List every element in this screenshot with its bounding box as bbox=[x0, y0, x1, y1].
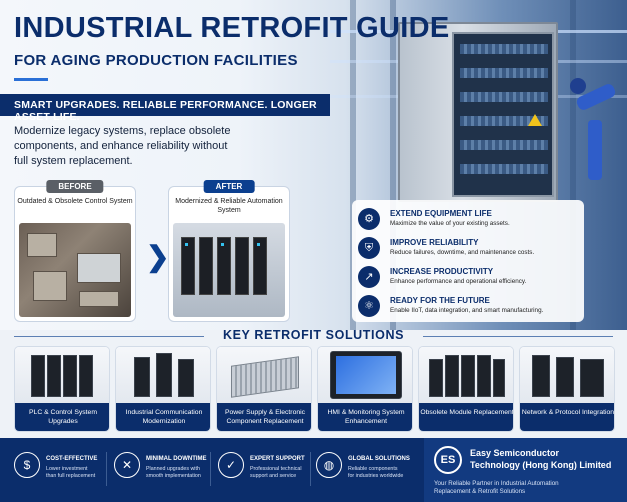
after-tag: AFTER bbox=[203, 180, 255, 193]
gear-icon: ⚙ bbox=[358, 208, 380, 230]
network-icon: ⚛ bbox=[358, 295, 380, 317]
solution-label: HMI & Monitoring System Enhancement bbox=[318, 403, 412, 431]
dollar-icon: $ bbox=[14, 452, 40, 478]
feature-title: MINIMAL DOWNTIME bbox=[146, 456, 207, 462]
feature-title: EXPERT SUPPORT bbox=[250, 456, 305, 462]
hmi-panel-image bbox=[318, 347, 412, 403]
benefit-desc: Maximize the value of your existing asse… bbox=[390, 220, 510, 227]
communication-module-image bbox=[116, 347, 210, 403]
page-title: INDUSTRIAL RETROFIT GUIDE bbox=[14, 12, 450, 44]
network-switch-image bbox=[520, 347, 614, 403]
benefit-item: ↗ INCREASE PRODUCTIVITY Enhance performa… bbox=[358, 264, 582, 294]
benefit-title: READY FOR THE FUTURE bbox=[390, 296, 490, 305]
solution-label: Industrial Communication Modernization bbox=[116, 403, 210, 431]
arrow-right-icon: ❯ bbox=[146, 241, 170, 272]
benefit-desc: Enable IIoT, data integration, and smart… bbox=[390, 307, 544, 314]
solution-card-network[interactable]: Network & Protocol Integration bbox=[519, 346, 615, 432]
benefits-panel: ⚙ EXTEND EQUIPMENT LIFE Maximize the val… bbox=[352, 200, 584, 322]
intro-text: Modernize legacy systems, replace obsole… bbox=[14, 125, 231, 167]
divider-line bbox=[14, 336, 204, 337]
solution-label: Obsolete Module Replacement bbox=[419, 403, 513, 431]
support-shield-icon: ✓ bbox=[218, 452, 244, 478]
divider bbox=[106, 452, 107, 486]
after-caption: Modernized & Reliable Automation System bbox=[175, 198, 283, 214]
power-supply-image bbox=[217, 347, 311, 403]
legacy-panel-image bbox=[19, 223, 131, 317]
benefit-item: ⚛ READY FOR THE FUTURE Enable IIoT, data… bbox=[358, 293, 582, 323]
solution-card-obsolete-module[interactable]: Obsolete Module Replacement bbox=[418, 346, 514, 432]
before-caption: Outdated & Obsolete Control System bbox=[17, 198, 133, 205]
benefit-desc: Enhance performance and operational effi… bbox=[390, 278, 527, 285]
benefit-item: ⚙ EXTEND EQUIPMENT LIFE Maximize the val… bbox=[358, 206, 582, 236]
after-card: AFTER Modernized & Reliable Automation S… bbox=[168, 180, 290, 322]
solution-label: Power Supply & Electronic Component Repl… bbox=[217, 403, 311, 431]
shield-icon: ⛨ bbox=[358, 237, 380, 259]
before-tag: BEFORE bbox=[46, 180, 104, 193]
page-subtitle: FOR AGING PRODUCTION FACILITIES bbox=[14, 52, 298, 69]
tagline-banner: SMART UPGRADES. RELIABLE PERFORMANCE. LO… bbox=[0, 94, 330, 123]
control-cabinet-image bbox=[398, 22, 558, 202]
solution-card-communication[interactable]: Industrial Communication Modernization bbox=[115, 346, 211, 432]
obsolete-module-image bbox=[419, 347, 513, 403]
benefit-desc: Reduce failures, downtime, and maintenan… bbox=[390, 249, 535, 256]
globe-icon: ◍ bbox=[316, 452, 342, 478]
tools-icon: ✕ bbox=[114, 452, 140, 478]
benefit-title: IMPROVE RELIABILITY bbox=[390, 238, 479, 247]
benefit-title: EXTEND EQUIPMENT LIFE bbox=[390, 209, 492, 218]
solution-label: Network & Protocol Integration bbox=[520, 403, 614, 431]
warning-icon bbox=[528, 114, 542, 126]
divider-line bbox=[423, 336, 613, 337]
company-tagline: Your Reliable Partner in Industrial Auto… bbox=[434, 480, 559, 495]
solution-card-hmi[interactable]: HMI & Monitoring System Enhancement bbox=[317, 346, 413, 432]
solutions-heading: KEY RETROFIT SOLUTIONS bbox=[222, 328, 405, 342]
company-logo: ES bbox=[434, 446, 462, 474]
modern-panel-image bbox=[173, 223, 285, 317]
robot-arm-image bbox=[570, 60, 620, 180]
divider bbox=[210, 452, 211, 486]
feature-title: COST-EFFECTIVE bbox=[46, 456, 98, 462]
benefit-item: ⛨ IMPROVE RELIABILITY Reduce failures, d… bbox=[358, 235, 582, 265]
plc-image bbox=[15, 347, 109, 403]
chart-icon: ↗ bbox=[358, 266, 380, 288]
solution-label: PLC & Control System Upgrades bbox=[15, 403, 109, 431]
accent-divider bbox=[14, 78, 48, 81]
solution-card-plc[interactable]: PLC & Control System Upgrades bbox=[14, 346, 110, 432]
benefit-title: INCREASE PRODUCTIVITY bbox=[390, 267, 494, 276]
before-card: BEFORE Outdated & Obsolete Control Syste… bbox=[14, 180, 136, 322]
divider bbox=[310, 452, 311, 486]
solution-card-power-supply[interactable]: Power Supply & Electronic Component Repl… bbox=[216, 346, 312, 432]
feature-title: GLOBAL SOLUTIONS bbox=[348, 456, 410, 462]
